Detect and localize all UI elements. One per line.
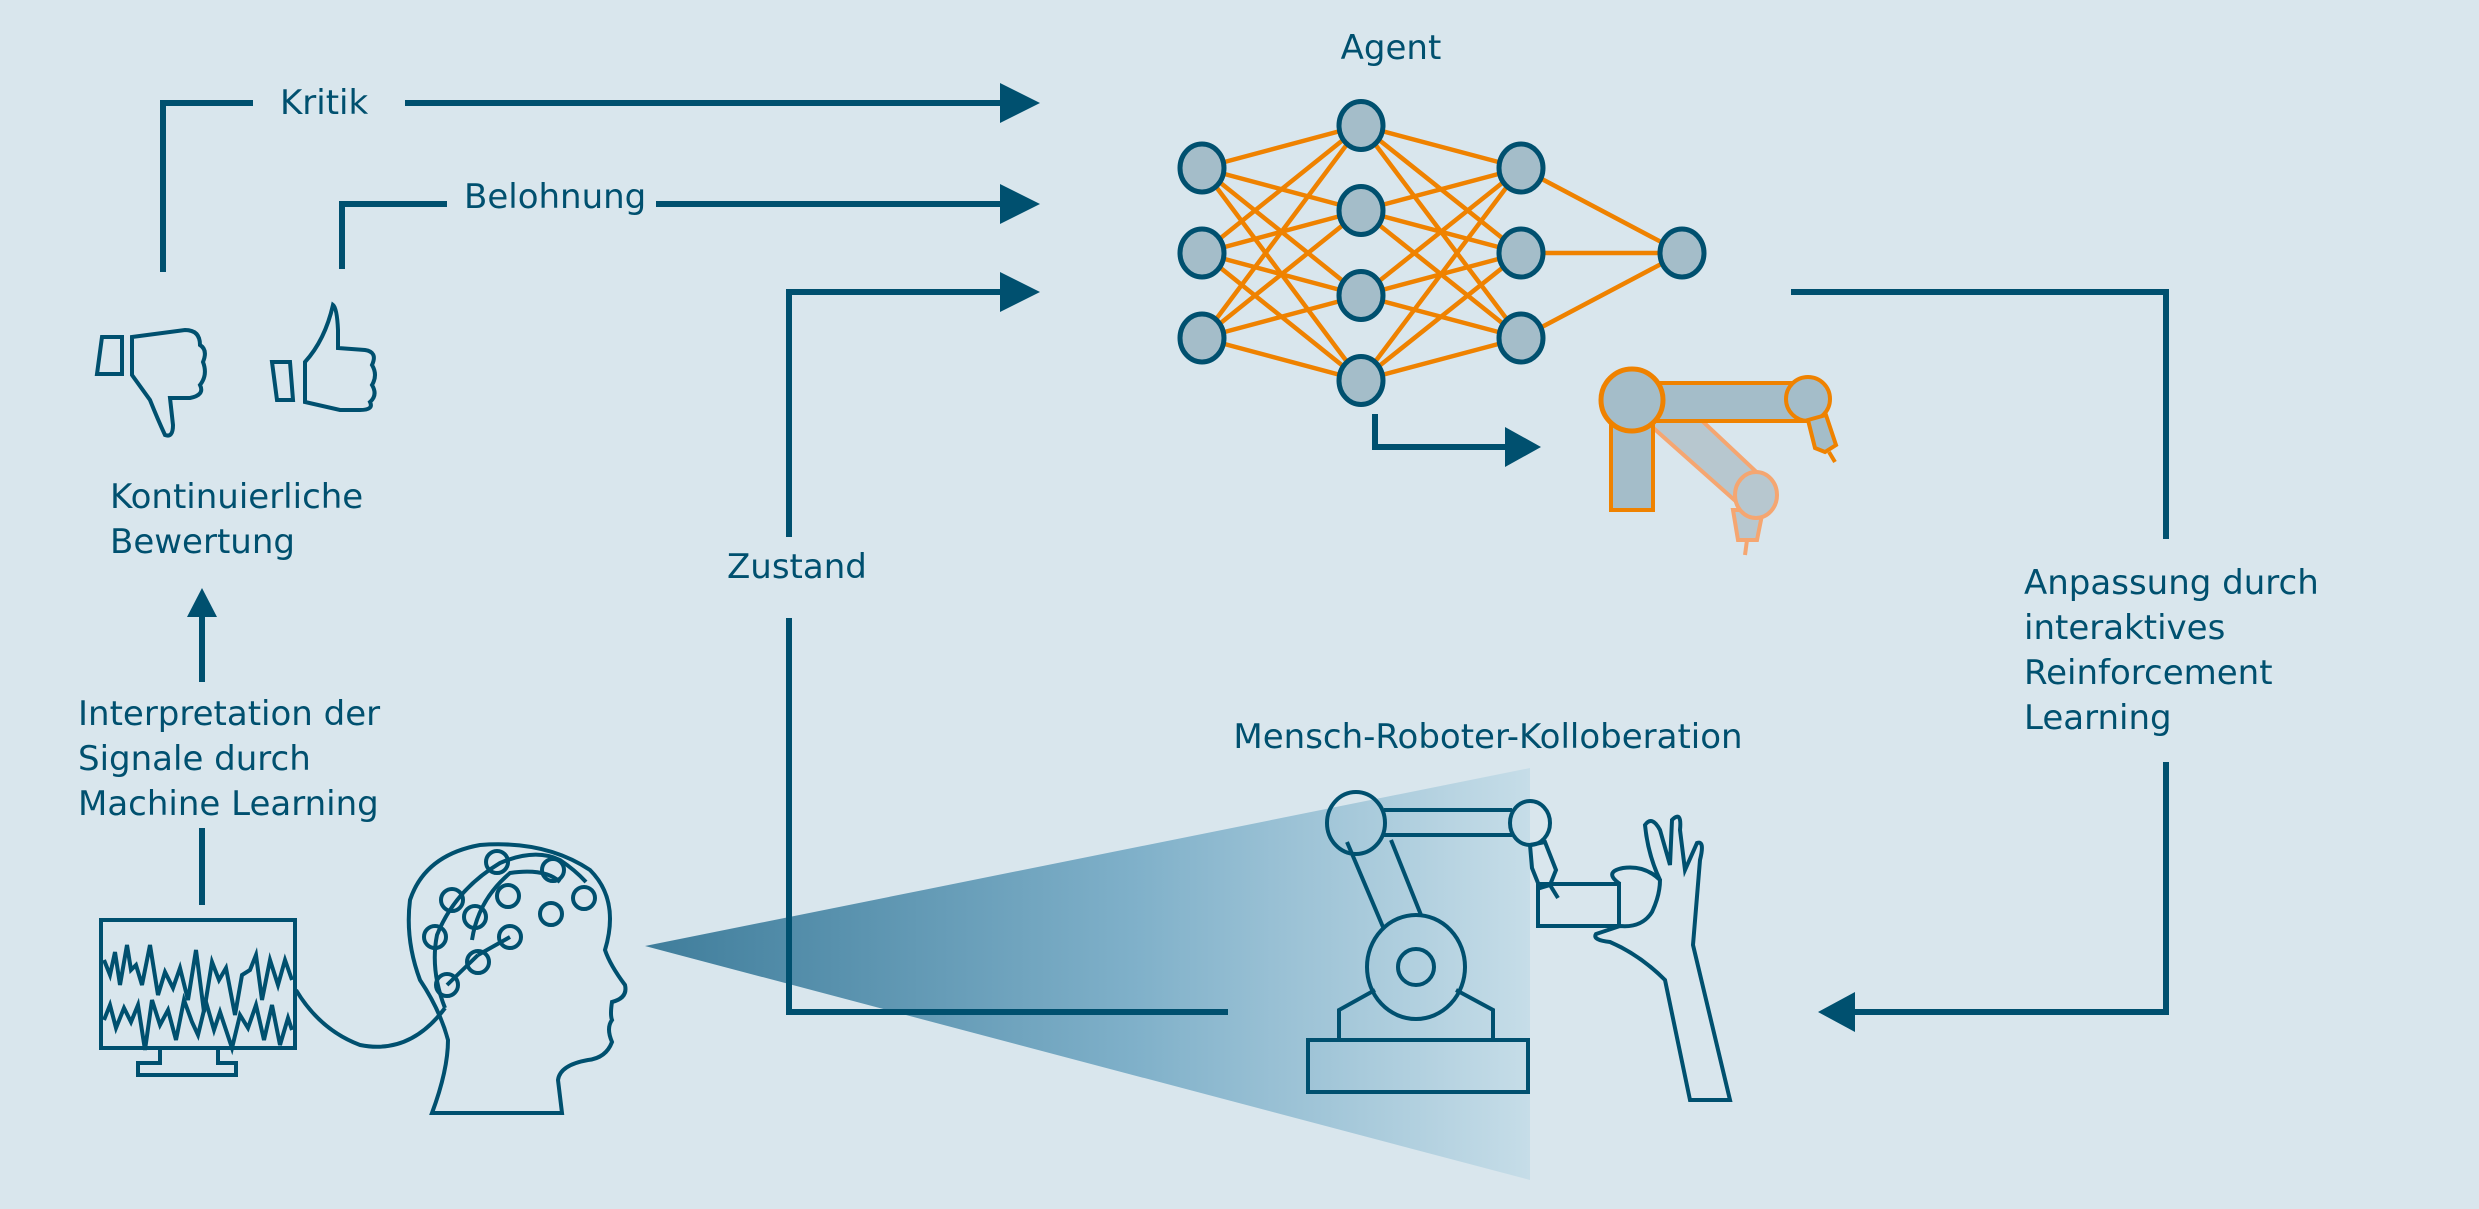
eeg-head-icon bbox=[406, 842, 628, 1115]
human-hand-icon bbox=[1593, 814, 1733, 1102]
nn-connection bbox=[1200, 208, 1363, 340]
bewertung-label: Kontinuierliche Bewertung bbox=[110, 477, 374, 562]
nn-connection bbox=[1360, 123, 1522, 171]
nn-node-layer-1 bbox=[1177, 141, 1227, 195]
nn-connection bbox=[1519, 166, 1684, 255]
interpretation-label: Interpretation der Signale durch Machine… bbox=[78, 694, 391, 824]
kritik-arrow bbox=[160, 83, 1040, 272]
zustand-label: Zustand bbox=[727, 547, 867, 587]
neural-network bbox=[1177, 99, 1707, 407]
robot-arm-icon bbox=[1598, 366, 1839, 556]
collaboration-label: Mensch-Roboter-Kolloberation bbox=[1233, 717, 1742, 757]
agent-label: Agent bbox=[1341, 28, 1442, 68]
nn-connection bbox=[1201, 335, 1362, 383]
nn-node-layer-3 bbox=[1496, 226, 1546, 280]
nn-node-layer-3 bbox=[1496, 141, 1546, 195]
nn-node-layer-3 bbox=[1496, 311, 1546, 365]
interpretation-up-arrow bbox=[187, 588, 217, 905]
nn-node-layer-1 bbox=[1177, 226, 1227, 280]
nn-connection bbox=[1360, 165, 1522, 213]
nn-connection bbox=[1200, 124, 1363, 340]
thumbs-up-icon bbox=[269, 301, 377, 412]
anpassung-line-1: Anpassung durch bbox=[2024, 563, 2319, 603]
nn-connection bbox=[1200, 123, 1363, 255]
nn-connection bbox=[1519, 251, 1684, 340]
nn-connection bbox=[1359, 251, 1523, 383]
kritik-label: Kritik bbox=[280, 83, 368, 123]
thumbs-down-icon bbox=[94, 327, 207, 438]
interpretation-line-2: Signale durch bbox=[78, 739, 311, 779]
industrial-robot-icon bbox=[1306, 790, 1621, 1094]
anpassung-line-4: Learning bbox=[2024, 698, 2172, 738]
nn-node-layer-1 bbox=[1177, 311, 1227, 365]
eeg-cable bbox=[294, 988, 447, 1049]
nn-connection bbox=[1360, 335, 1522, 383]
nn-connection bbox=[1201, 293, 1362, 341]
zustand-arrow bbox=[786, 272, 1228, 1015]
nn-connection bbox=[1201, 123, 1362, 171]
nn-node-layer-2 bbox=[1336, 354, 1386, 407]
anpassung-line-3: Reinforcement bbox=[2024, 653, 2273, 693]
action-arrow bbox=[1372, 414, 1541, 467]
belohnung-arrow bbox=[339, 184, 1040, 269]
interpretation-line-3: Machine Learning bbox=[78, 784, 379, 824]
bewertung-line-1: Kontinuierliche bbox=[110, 477, 363, 517]
nn-connection bbox=[1359, 166, 1523, 382]
bewertung-line-2: Bewertung bbox=[110, 522, 295, 562]
nn-node-layer-2 bbox=[1336, 99, 1386, 152]
nn-connection bbox=[1359, 166, 1523, 298]
nn-node-layer-2 bbox=[1336, 269, 1386, 322]
nn-node-layer-4 bbox=[1657, 226, 1707, 280]
anpassung-line-2: interaktives bbox=[2024, 608, 2225, 648]
eeg-monitor-icon bbox=[99, 918, 297, 1077]
nn-node-layer-2 bbox=[1336, 184, 1386, 237]
belohnung-label: Belohnung bbox=[464, 177, 646, 217]
interpretation-line-1: Interpretation der bbox=[78, 694, 380, 734]
attention-beam bbox=[645, 768, 1530, 1180]
adaptation-loop-arrow bbox=[1791, 289, 2169, 1032]
anpassung-label: Anpassung durch interaktives Reinforceme… bbox=[2024, 563, 2330, 738]
